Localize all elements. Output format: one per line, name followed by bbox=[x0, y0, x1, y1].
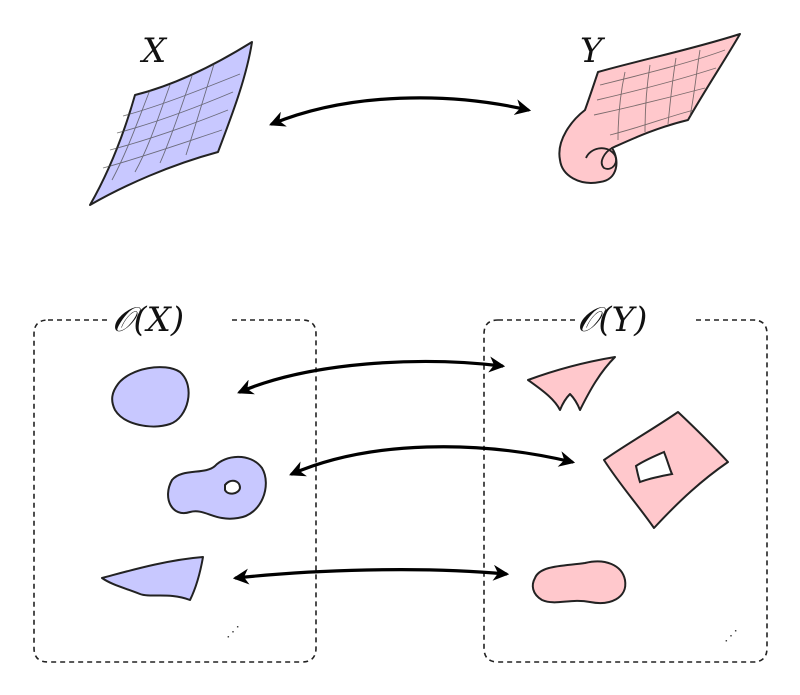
sheaf-x-box bbox=[33, 319, 317, 663]
dots-left: ⋰ bbox=[226, 624, 240, 640]
space-y-surface bbox=[558, 33, 741, 184]
double-arrow-3 bbox=[232, 564, 510, 585]
space-y-label: Y bbox=[580, 31, 606, 71]
blue-blob-2 bbox=[167, 455, 267, 520]
double-arrow-2 bbox=[289, 445, 576, 477]
space-x-label: X bbox=[139, 31, 168, 71]
space-x-surface bbox=[89, 41, 253, 206]
double-arrow-top bbox=[269, 96, 532, 127]
sheaf-y-label: 𝒪(Y) bbox=[577, 300, 647, 340]
blue-blob-1 bbox=[111, 366, 190, 428]
pink-blob-1 bbox=[527, 356, 616, 411]
blue-blob-3 bbox=[101, 556, 204, 601]
blue-blob-2-hole bbox=[224, 479, 242, 495]
dots-right: ⋰ bbox=[724, 628, 738, 644]
double-arrow-1 bbox=[237, 356, 506, 395]
pink-blob-3 bbox=[531, 560, 627, 604]
sheaf-y-box bbox=[483, 319, 768, 663]
sheaf-x-label: 𝒪(X) bbox=[112, 300, 184, 340]
pink-blob-2-hole bbox=[634, 450, 674, 484]
